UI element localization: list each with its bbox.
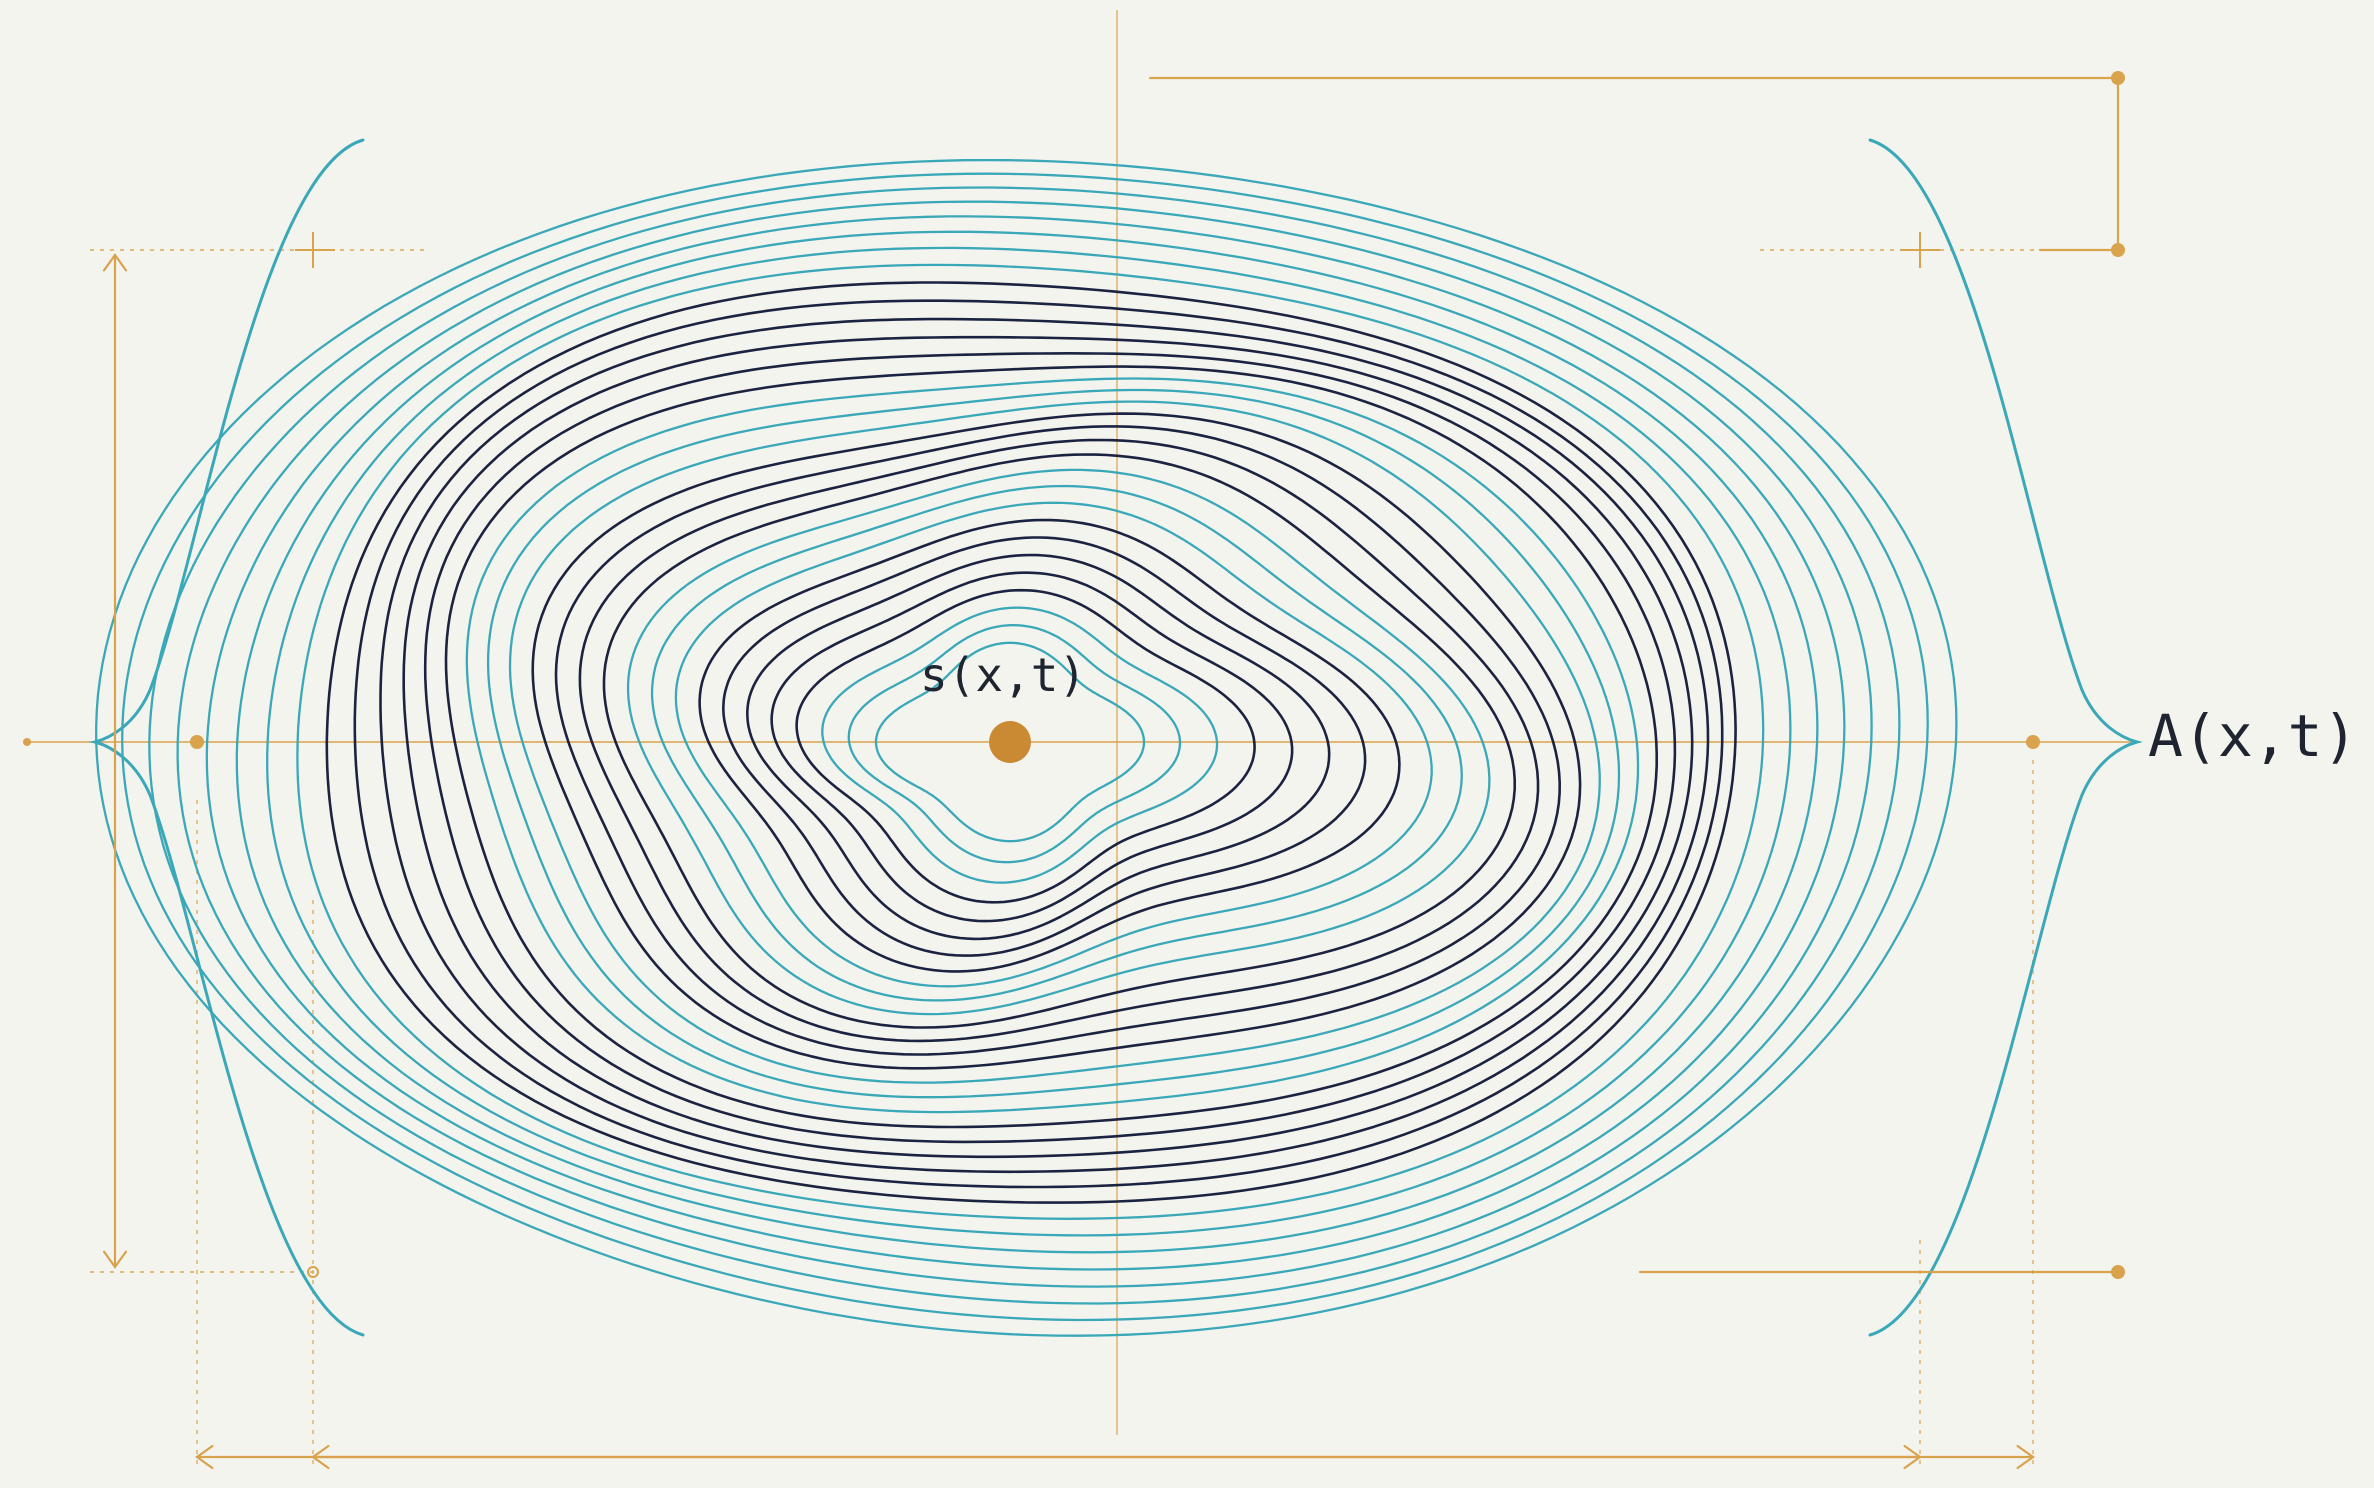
contour-line [698,518,1401,973]
contour-line [296,263,1765,1220]
contour-line [121,172,1929,1322]
contour-line [465,377,1640,1114]
contour-line [847,624,1182,864]
contour-line [795,588,1256,904]
left-brace-icon [89,138,365,1337]
leader-dot-bottom [2111,1265,2125,1279]
contour-line [353,299,1724,1189]
contour-line [325,281,1737,1204]
contour-line [402,335,1694,1159]
contour-line [821,606,1219,884]
contour-line [770,571,1294,923]
right-brace-icon [1868,138,2143,1337]
arrow-head-icon [311,1444,330,1470]
arrow-head-icon [195,1444,214,1470]
bracket-dot-mid [2111,243,2125,257]
contour-line [874,641,1146,843]
amplitude-label: A(x,t) [2148,702,2358,770]
arrow-head-icon [102,1250,128,1269]
contour-line [554,425,1561,1056]
arrow-head-icon [1903,1444,1922,1470]
axis-dot-right [2026,735,2040,749]
contour-line [486,388,1621,1099]
axis-dot-left [190,735,204,749]
contour-line [205,215,1846,1271]
contour-line [444,365,1658,1129]
arrow-head-icon [102,253,128,272]
contour-line [746,553,1331,941]
contour-line [722,536,1367,957]
contour-line [266,246,1792,1237]
braces [89,138,2143,1337]
axis-dot-far-left [23,738,31,746]
contour-line [423,352,1677,1144]
crosshair-tick-right [1900,232,1940,268]
guide-ring-marker [307,1266,319,1278]
contour-line [674,501,1433,988]
source-label: s(x,t) [920,648,1087,702]
contour-line [626,468,1491,1016]
top-right-bracket [1148,76,2120,252]
contour-line [602,453,1516,1029]
bracket-dot-top [2111,71,2125,85]
contour-line [650,484,1463,1002]
contour-line [235,230,1819,1254]
source-point-icon [989,721,1031,763]
contour-line [379,317,1710,1174]
contour-line [176,200,1873,1288]
dimension-lines [23,71,2125,1470]
contour-line [531,412,1582,1070]
contour-line [148,186,1901,1305]
arrow-head-icon [2016,1444,2035,1470]
contour-line [578,438,1540,1043]
contour-line [95,158,1958,1337]
contour-line [508,400,1601,1084]
guide-lines [30,10,2140,1470]
crosshair-tick-left [295,232,335,268]
contour-lines [95,158,1958,1337]
